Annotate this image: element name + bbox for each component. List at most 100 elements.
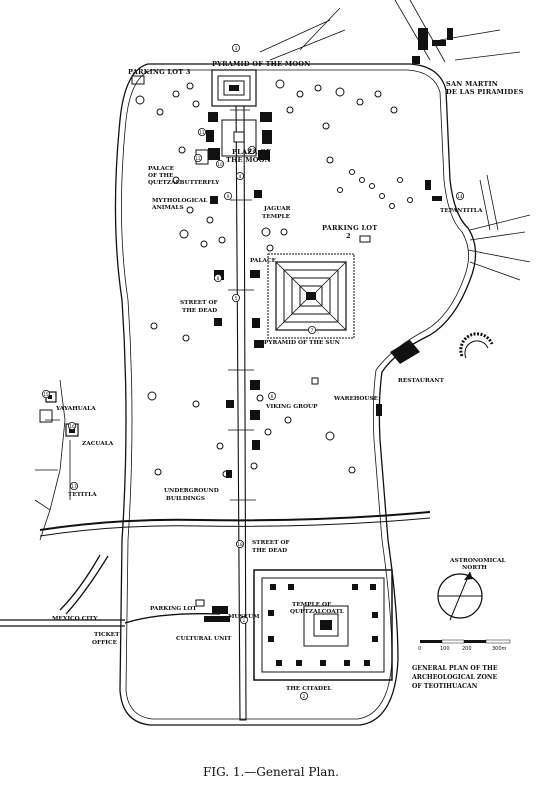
citadel-platforms [268,584,378,666]
label-parking-lot-2-1: PARKING LOT [322,224,377,232]
site-marker-ring [235,171,244,180]
label-tetitla: TETITLA [68,492,97,498]
scale-tick-200: 200 [462,646,472,652]
site-marker-ring [307,325,316,334]
label-ticket-2: OFFICE [92,640,118,646]
label-palace-qb-1: PALACE [148,166,175,172]
label-ticket-1: TICKET [94,632,120,638]
label-tepantitla: TEPANTITLA [440,208,483,214]
label-citadel: THE CITADEL [286,686,332,692]
label-restaurant: RESTAURANT [398,378,445,384]
parking-lot-3-marker [131,75,145,85]
label-jaguar-1: JAGUAR [263,206,291,212]
scale-bar: 0 100 200 300m [418,639,511,652]
site-marker-ring [213,273,222,282]
site-marker-ring [239,616,248,625]
site-marker-9: 9 [227,194,230,199]
site-marker-ring [247,145,256,154]
restaurant-building [390,332,494,364]
label-parking-lot-3: PARKING LOT 3 [128,68,191,76]
site-marker-5: 5 [235,296,238,301]
label-mexico-city: MEXICO CITY [52,616,98,622]
label-warehouse: WAREHOUSE [333,396,379,402]
scale-tick-100: 100 [440,646,450,652]
label-astronomical-1: ASTRONOMICAL [449,558,506,564]
site-marker-12: 12 [195,156,201,161]
label-parking-lot-2-2: 2 [346,232,351,240]
label-museum: MUSEUM [228,614,260,620]
site-marker-7: 7 [311,328,314,333]
site-marker-15: 15 [43,392,49,397]
site-marker-11: 11 [199,130,205,135]
site-marker-10: 10 [217,162,223,167]
outer-ring-road-inner [121,69,469,720]
site-marker-2: 2 [303,694,306,699]
site-marker-ring [70,481,79,490]
legend-line-3: OF TEOTIHUACAN [412,683,478,690]
label-street-dead-1: STREET OF [180,300,219,306]
site-marker-ring [267,391,276,400]
site-marker-ring [197,127,206,136]
site-marker-ring [68,421,77,430]
label-cultural-unit: CULTURAL UNIT [176,636,232,642]
river-bank [39,517,431,537]
label-street-dead-b-2: THE DEAD [252,548,287,554]
street-crossings [228,109,256,501]
north-compass [437,571,483,621]
site-marker-ring [299,692,308,701]
label-zacuala: ZACUALA [82,441,114,447]
east-roads [467,174,531,281]
museum-building [195,599,230,622]
label-mythological-2: ANIMALS [151,205,184,211]
west-roads [34,379,71,541]
site-marker-ring [455,191,464,200]
site-marker-1: 1 [243,618,246,623]
label-parking-lot: PARKING LOT [150,606,197,612]
label-underground-1: UNDERGROUND [164,488,219,494]
label-palace-qb-2: OF THE [148,173,174,179]
site-marker-3: 3 [235,46,238,51]
label-underground-2: BUILDINGS [166,496,205,502]
site-marker-ring [231,293,240,302]
site-marker-ring [42,389,51,398]
label-viking-group: VIKING GROUP [265,404,318,410]
label-san-martin-2: DE LAS PIRAMIDES [446,88,524,96]
north-roads [259,0,521,63]
map-labels: PYRAMID OF THE MOON PARKING LOT 3 SAN MA… [52,60,524,692]
label-temple-q-2: QUETZALCOATL [290,609,344,615]
figure-caption: FIG. 1.—General Plan. [203,765,339,779]
site-marker-ring [215,159,224,168]
mounds [135,79,413,478]
pyramid-of-the-sun [267,253,355,339]
site-marker-ring [231,44,240,53]
site-marker-ring [193,153,202,162]
label-temple-q-1: TEMPLE OF [292,602,332,608]
scale-tick-300: 300m [492,646,507,652]
pyramid-of-the-moon [211,69,257,107]
plaza-of-the-moon [195,112,272,165]
warehouse-building [376,404,382,416]
label-palace-qb-3: QUETZALBUTTERFLY [148,180,220,186]
the-citadel [253,569,393,681]
site-marker-8: 8 [217,276,220,281]
site-marker-18: 18 [237,542,243,547]
san-martin-village [412,28,453,201]
label-astronomical-2: NORTH [462,565,487,571]
site-marker-ring [223,191,232,200]
site-marker-13: 13 [249,148,255,153]
label-pyramid-moon: PYRAMID OF THE MOON [212,60,310,68]
label-plaza-moon-2: THE MOON [226,156,271,164]
label-palace: PALACE [250,258,277,264]
label-yayahuala: YAYAHUALA [55,406,96,412]
river [39,511,431,531]
site-marker-17: 17 [71,484,77,489]
map-legend: GENERAL PLAN OF THE ARCHEOLOGICAL ZONE O… [411,665,498,690]
site-marker-16: 16 [69,424,75,429]
label-plaza-moon-1: PLAZA OF [232,148,271,156]
label-jaguar-2: TEMPLE [262,214,291,220]
mexico-city-road [0,554,221,627]
site-marker-6: 6 [271,394,274,399]
label-street-dead-2: THE DEAD [182,308,217,314]
